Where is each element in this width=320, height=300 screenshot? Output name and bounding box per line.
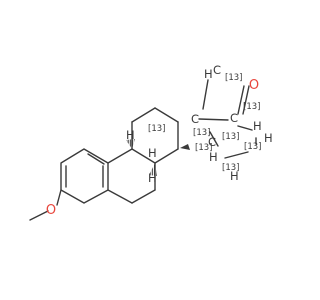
ketone-carbon-label: C [13] xyxy=(230,102,260,125)
c14-h-label: H xyxy=(209,150,218,164)
methyl-h-label: H xyxy=(204,67,213,81)
stereo-h-label-upper: H xyxy=(126,128,135,142)
hashed-stereo-bond xyxy=(149,163,157,176)
ch2-right-isotope-label: [13] xyxy=(244,142,261,152)
methyl-bond xyxy=(202,79,209,110)
c15-isotope-label: [13] xyxy=(195,143,212,153)
hashed-stereo-bond xyxy=(126,139,135,149)
ketone-group: O xyxy=(237,78,259,115)
ring-c-isotope-label: [13] xyxy=(148,124,165,134)
stereo-h-label: H xyxy=(148,146,157,160)
c15-carbon-label: [13] [13] H xyxy=(195,143,239,183)
ch2-right-h-label: H xyxy=(253,119,262,133)
ketone-c-label: C xyxy=(230,111,238,125)
c15-isotope-label-b: [13] xyxy=(222,163,239,173)
c13-quaternary-label: C [13] xyxy=(191,112,210,138)
methyl-carbon-label: H C [13] xyxy=(204,63,242,83)
ch2-right-label: H H [13] xyxy=(244,119,273,152)
aromatic-ring-a xyxy=(60,148,109,204)
ketone-isotope-label: [13] xyxy=(243,102,260,112)
c14-isotope-label: [13] xyxy=(222,132,239,142)
ch2-right-h2-label: H xyxy=(264,131,273,145)
ring-d xyxy=(198,118,257,159)
stereo-h-label-lower: H xyxy=(148,171,157,185)
c15-h-label: H xyxy=(230,169,239,183)
methoxy-group: O xyxy=(29,189,62,221)
structure-canvas: O O H C [13] xyxy=(29,63,273,221)
wedge-stereo-bond xyxy=(180,144,190,150)
methyl-c-label: C xyxy=(213,63,221,77)
methyl-isotope-label: [13] xyxy=(225,73,242,83)
c13-isotope-label: [13] xyxy=(193,128,210,138)
c13-c-label: C xyxy=(191,112,199,126)
ring-b xyxy=(107,148,156,204)
ketone-oxygen-label: O xyxy=(249,78,259,93)
c14-c-label: C xyxy=(208,135,216,149)
ring-c xyxy=(131,107,179,164)
c14-carbon-label: C [13] H xyxy=(208,132,239,164)
methoxy-oxygen-label: O xyxy=(46,203,56,218)
molecule-diagram: O O H C [13] xyxy=(29,63,273,221)
